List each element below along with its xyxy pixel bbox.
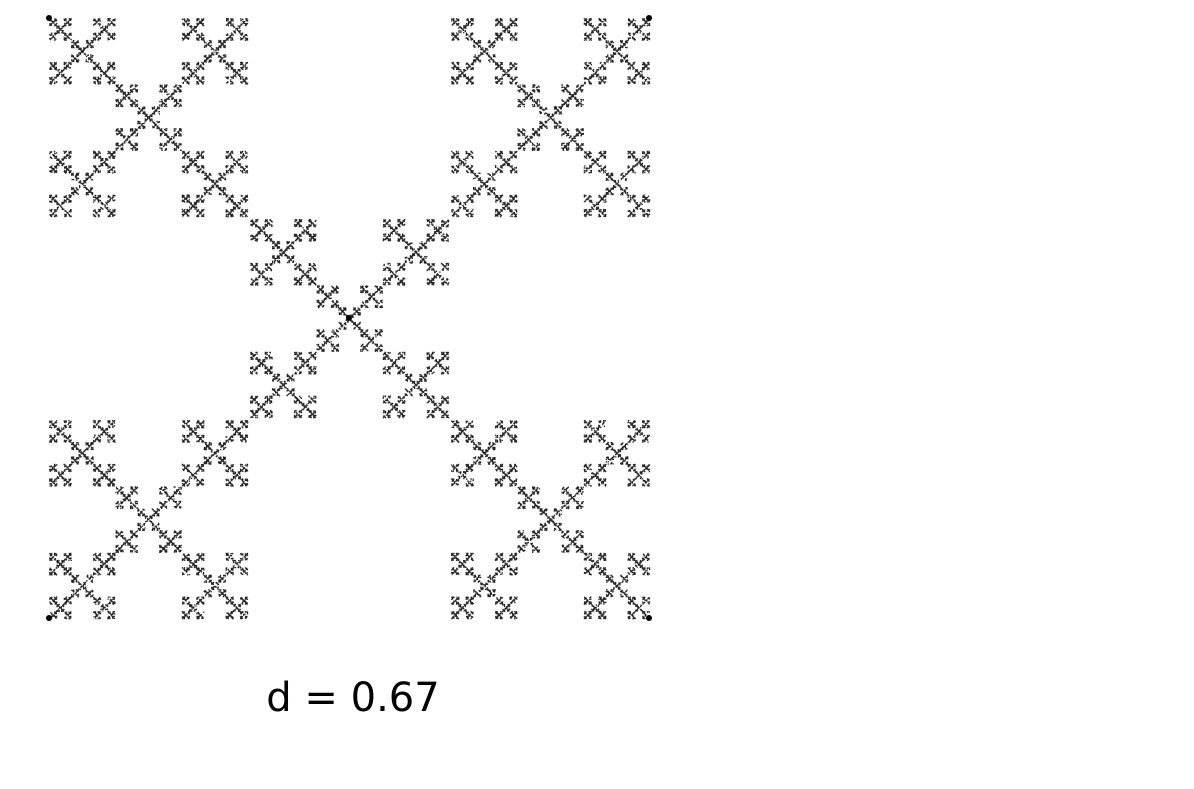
vertex-markers: [46, 15, 652, 621]
vertex-marker-center: [346, 315, 352, 321]
vertex-marker-bottom-right: [646, 615, 652, 621]
distance-ratio-label: d = 0.67: [266, 675, 440, 721]
vertex-marker-bottom-left: [46, 615, 52, 621]
vertex-marker-top-left: [46, 15, 52, 21]
vertex-marker-top-right: [646, 15, 652, 21]
